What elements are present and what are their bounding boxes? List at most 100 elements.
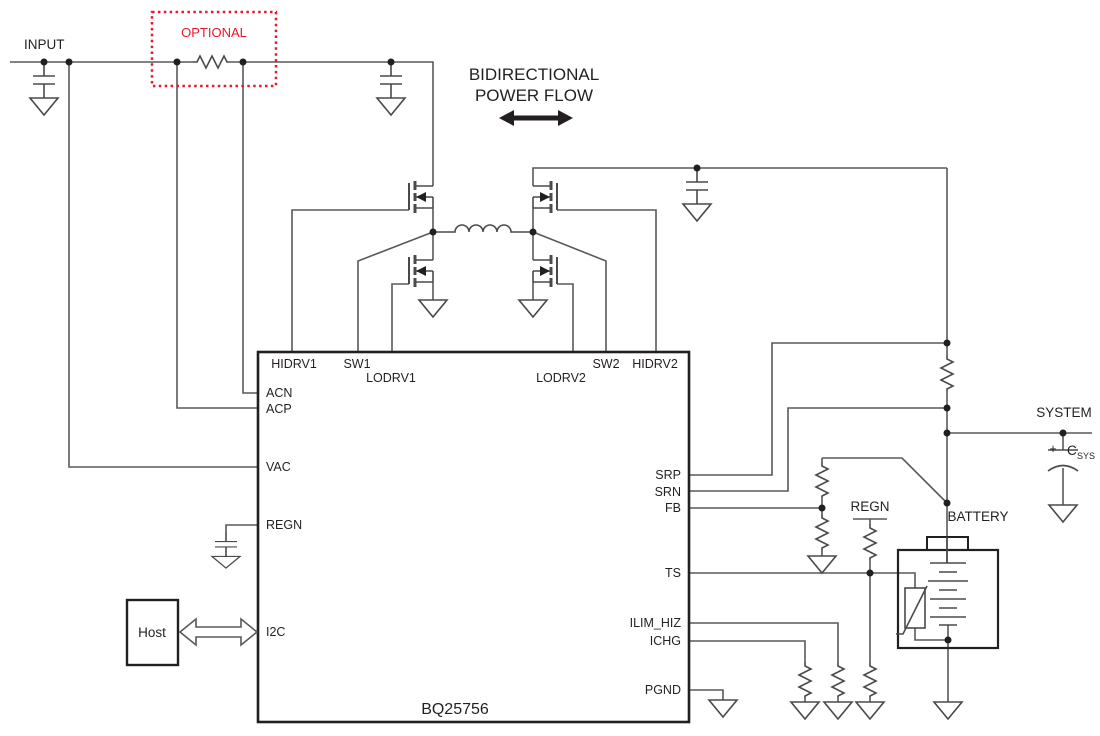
input-label: INPUT [24,37,65,52]
junction-dot [1059,429,1067,437]
pin-label-fb: FB [665,501,681,515]
bidirectional-label-line2: POWER FLOW [475,86,593,105]
wire-nets [10,61,1092,702]
lowside-source-wires [432,282,534,300]
lowside1-ground [418,299,448,318]
battery-cell-plates [928,537,968,626]
fb-top-resistor [815,461,829,499]
acn-net-wire [242,62,258,394]
system-rail-capacitor [682,167,712,222]
pin-label-lodrv2: LODRV2 [536,371,586,385]
ilim-ground [823,701,853,720]
ichg-net-wire [690,640,806,702]
hidrv1-gate-wire [291,209,409,352]
pin-label-i2c: I2C [266,625,285,639]
ilim-hiz-resistor [831,661,845,699]
optional-dashed-box [150,10,278,88]
pin-label-hidrv2: HIDRV2 [632,357,678,371]
pin-label-sw1: SW1 [343,357,370,371]
srp-net-wire [690,342,947,476]
ts-ground [855,701,885,720]
pin-label-hidrv1: HIDRV1 [271,357,317,371]
system-label: SYSTEM [1036,405,1092,420]
ichg-resistor [798,661,812,699]
ts-net-wire [690,572,948,702]
csys-ground [1048,504,1078,523]
sw2-net-wire [532,208,607,352]
ts-pulldown-resistor [863,661,877,699]
pin-label-ilim-hiz: ILIM_HIZ [630,616,682,630]
flow-arrow-left-head-icon [499,110,514,126]
ntc-thermistor-diagonal [896,585,928,635]
input-capacitor [29,61,59,116]
pin-label-srp: SRP [655,468,681,482]
junction-dot [943,404,951,412]
ic-block-bq25756 [256,350,691,724]
ichg-ground [790,701,820,720]
mosfet-lowside-2 [531,253,559,289]
pin-label-pgnd: PGND [645,683,681,697]
input-net-wire [10,61,434,186]
csys-capacitor [1047,449,1079,472]
pin-label-ichg: ICHG [650,634,681,648]
i2c-bidirectional-arrow-icon [178,617,259,647]
csys-symbol-label: C [1067,443,1077,458]
optional-label: OPTIONAL [181,25,247,40]
lodrv2-gate-wire [557,283,574,352]
battery-ground [933,701,963,720]
pgnd-ground [708,699,738,718]
bidirectional-label-line1: BIDIRECTIONAL [469,65,599,84]
pin-label-regn: REGN [266,518,302,532]
regn-cap-wire [225,524,258,532]
pin-label-acp: ACP [266,402,292,416]
sw1-net-wire [357,208,434,352]
bus-capacitor [376,61,406,116]
junction-dot [387,58,395,66]
pin-label-srn: SRN [655,485,681,499]
mosfet-highside-1 [407,179,435,215]
regn-rail-label: REGN [850,499,889,514]
battery-label: BATTERY [947,509,1008,524]
junction-dot [693,164,701,172]
host-label: Host [138,625,166,640]
pin-label-ts: TS [665,566,681,580]
csys-plus-sign: + [1049,442,1056,456]
csys-subscript-label: SYS [1077,451,1095,461]
fb-bottom-resistor [815,513,829,551]
optional-sense-resistor [192,55,230,69]
flow-arrow-right-head-icon [558,110,573,126]
junction-dot [173,58,181,66]
ts-pullup-resistor [863,523,877,561]
lowside2-ground [518,299,548,318]
junction-dot [65,58,73,66]
lodrv1-gate-wire [391,283,409,352]
regn-capacitor [211,531,241,569]
junction-dot [239,58,247,66]
power-inductor [433,224,533,233]
pin-label-vac: VAC [266,460,291,474]
junction-dot [866,569,874,577]
acp-net-wire [176,62,258,409]
mosfet-highside-2 [531,179,559,215]
battery-sense-resistor [940,354,954,392]
bidirectional-power-flow: BIDIRECTIONAL POWER FLOW [469,65,599,126]
vac-net-wire [68,62,258,468]
ic-pin-labels: HIDRV1 SW1 LODRV1 LODRV2 SW2 HIDRV2 ACN … [266,357,681,697]
components [29,55,1079,720]
junction-dot [429,228,437,236]
ntc-thermistor [904,587,926,629]
ic-name-label: BQ25756 [421,701,489,718]
junction-dot [529,228,537,236]
junction-dot [943,339,951,347]
junction-dot [943,429,951,437]
pin-label-sw2: SW2 [592,357,619,371]
mosfet-lowside-1 [407,253,435,289]
fb-net-wire [690,457,948,556]
junction-dot [818,504,826,512]
system-rail-wire [532,167,948,563]
junction-dots [40,58,1067,644]
pin-label-lodrv1: LODRV1 [366,371,416,385]
host-block [125,598,180,667]
junction-dot [944,636,952,644]
